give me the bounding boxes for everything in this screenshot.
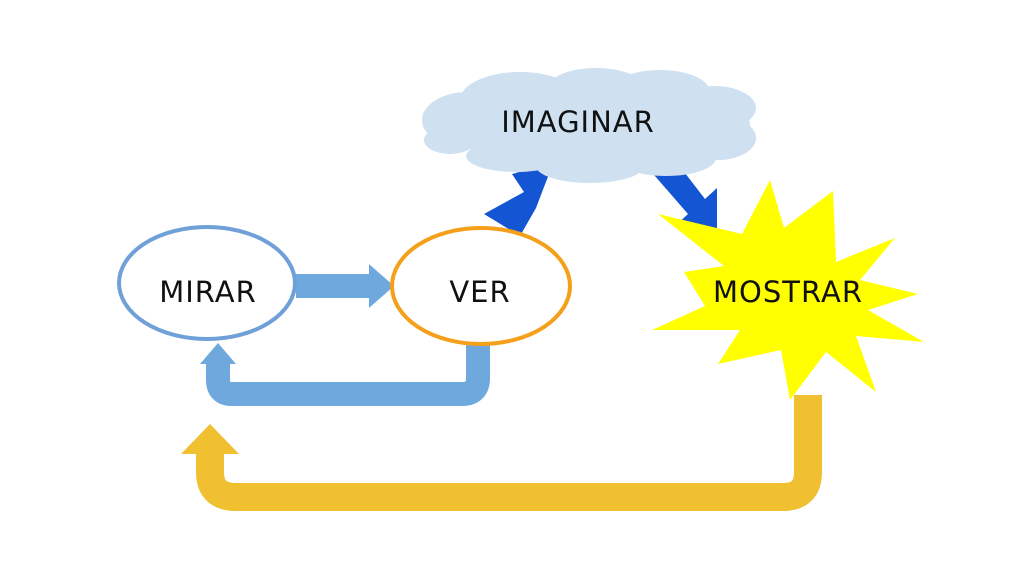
node-ver-ellipse (390, 226, 572, 346)
loop-arrow-ver-to-mirar (200, 341, 490, 406)
node-imaginar-label: IMAGINAR (501, 105, 655, 139)
loop-arrow-ver-to-mirar-body (206, 341, 490, 406)
return-arrow-mostrar-to-mirar (181, 395, 822, 511)
return-arrow-mostrar-to-mirar-body (196, 395, 822, 511)
arrow-mirar-to-ver (296, 264, 394, 308)
node-mostrar-starburst (652, 180, 924, 400)
arrow-mirar-to-ver-body (296, 274, 370, 298)
node-imaginar-cloud (422, 68, 756, 183)
return-arrow-mostrar-to-mirar-head (181, 424, 239, 454)
arrow-ver-to-imaginar-shape (484, 154, 557, 236)
node-mostrar-label: MOSTRAR (713, 275, 863, 309)
loop-arrow-ver-to-mirar-head (200, 343, 236, 364)
node-mirar-ellipse (117, 225, 297, 341)
arrow-ver-to-imaginar (484, 154, 557, 236)
arrow-mirar-to-ver-head (369, 264, 394, 308)
node-mirar-label: MIRAR (159, 275, 257, 309)
node-ver-label: VER (449, 275, 510, 309)
